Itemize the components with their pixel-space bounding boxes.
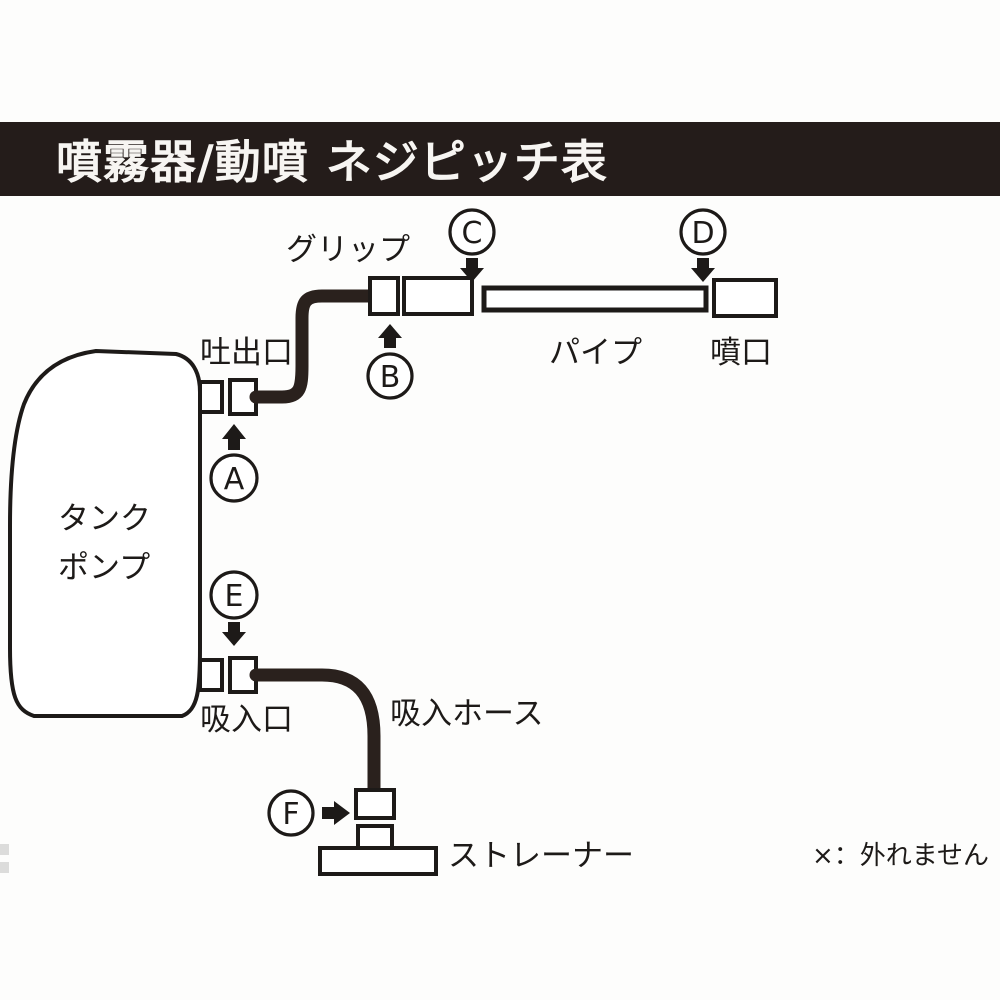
ref-mark-d-arrow-down-icon (691, 258, 715, 282)
ref-mark-e-circle (209, 570, 259, 620)
legend-note: ×：外れません (812, 841, 989, 871)
nozzle-body (712, 278, 778, 318)
ref-mark-f-letter: F (282, 797, 299, 832)
ref-mark-b-arrow-up-icon (378, 324, 402, 348)
edge-artifact (0, 844, 9, 873)
ref-mark-b-letter: B (380, 360, 401, 395)
suction-port-label: 吸入口 (200, 702, 293, 738)
strainer-base-plate (318, 846, 438, 876)
ref-mark-f-arrow-right-icon (322, 801, 350, 825)
ref-mark-a-arrow-up-icon (222, 424, 246, 450)
grip-connector (368, 276, 400, 316)
title-banner: 噴霧器/動噴 ネジピッチ表 (0, 122, 1000, 196)
ref-mark-d-letter: D (691, 216, 714, 251)
tank-pump-label-line1: タンク (58, 501, 151, 537)
discharge-port-fitting-a (198, 380, 224, 414)
ref-mark-c-letter: C (462, 216, 483, 251)
sprayer-diagram: タンク ポンプ 吐出口 グリップ パイプ 噴口 C D B (0, 208, 989, 876)
ref-mark-c-circle (448, 208, 496, 256)
discharge-hose (249, 289, 377, 404)
discharge-port-label: 吐出口 (200, 335, 293, 371)
suction-hose-label: 吸入ホース (390, 696, 543, 732)
strainer-label: ストレーナー (448, 838, 634, 874)
page-title: 噴霧器/動噴 ネジピッチ表 (56, 135, 608, 189)
nozzle-label: 噴口 (710, 335, 772, 371)
grip-label: グリップ (286, 232, 410, 268)
ref-mark-a-circle (209, 453, 259, 503)
ref-mark-b-circle (366, 352, 414, 400)
strainer-joint-upper (354, 788, 396, 820)
pipe-label: パイプ (549, 335, 642, 371)
ref-mark-a-letter: A (224, 462, 245, 497)
ref-mark-e-letter: E (225, 579, 244, 614)
pipe-body (481, 285, 709, 313)
ref-mark-e-arrow-down-icon (222, 622, 246, 646)
grip-body (402, 276, 474, 316)
ref-mark-c-arrow-down-icon (460, 258, 484, 282)
suction-hose (249, 668, 381, 799)
ref-mark-d-circle (679, 208, 727, 256)
suction-port-fitting-a (198, 658, 224, 692)
ref-mark-f-circle (267, 789, 315, 837)
tank-pump-label-line2: ポンプ (58, 550, 150, 586)
